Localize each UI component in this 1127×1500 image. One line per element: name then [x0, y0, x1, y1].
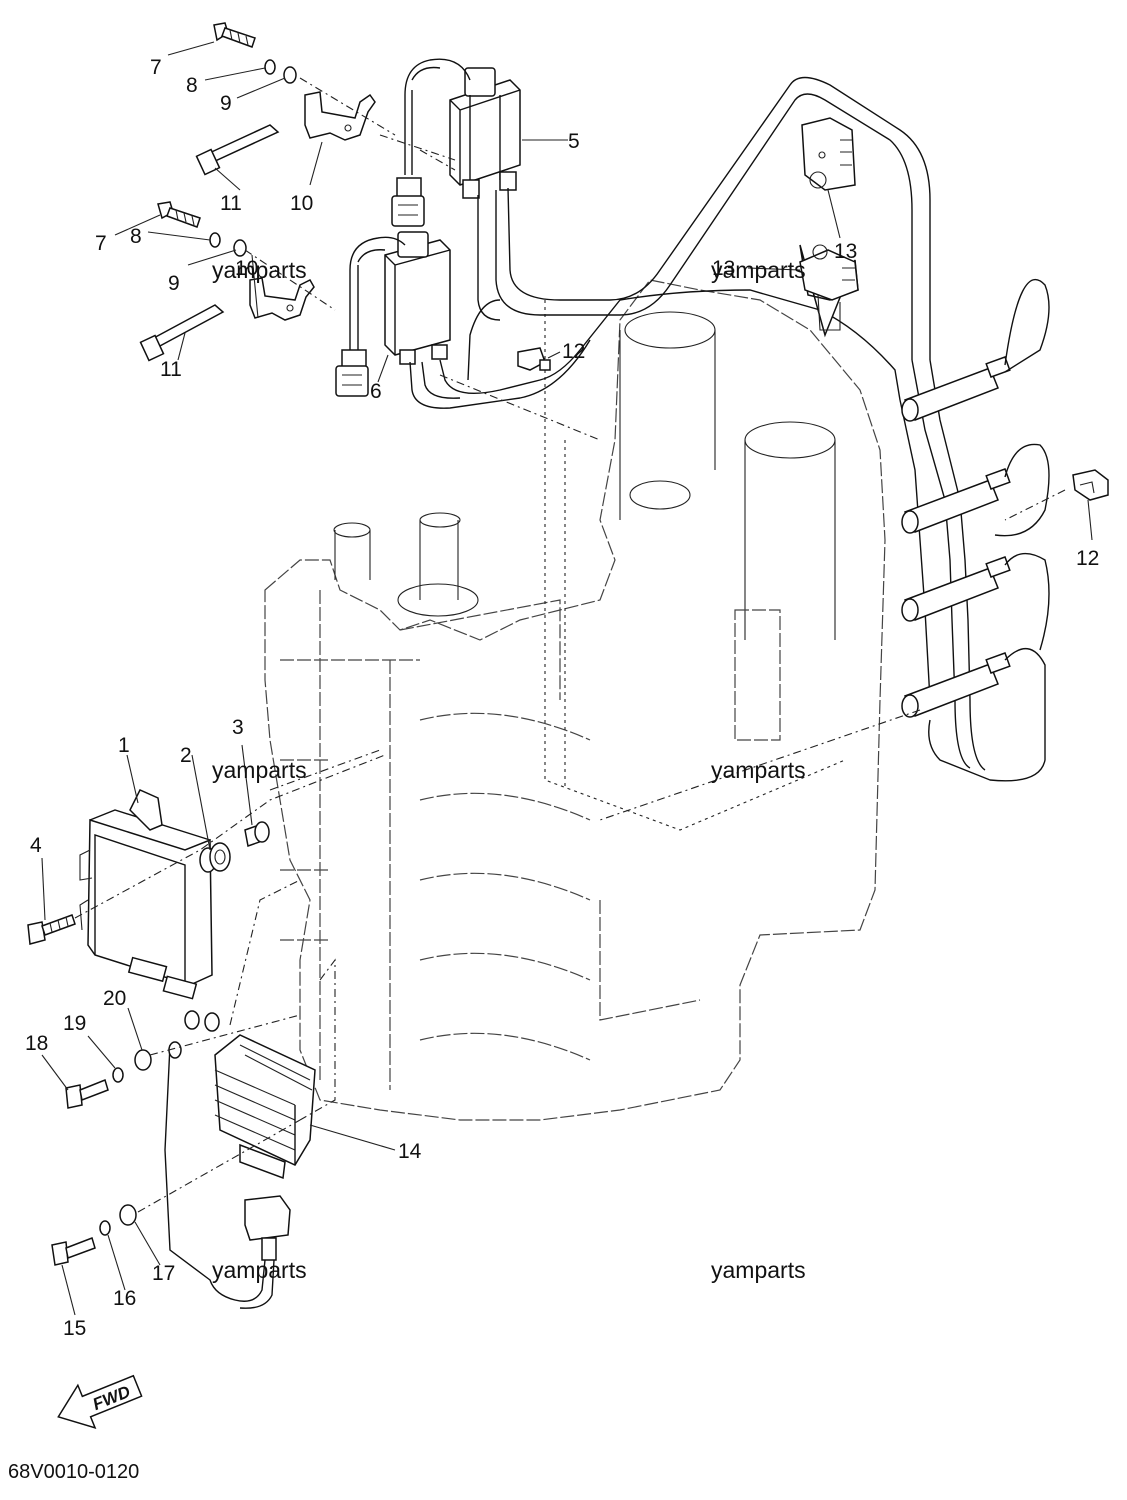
label-4: 4: [30, 834, 42, 857]
engine-block: [264, 279, 886, 1121]
bracket-10-upper: [304, 91, 376, 141]
label-7a: 7: [150, 56, 162, 79]
cable-tie-11-upper: [195, 124, 280, 176]
label-13b: 13: [712, 257, 735, 280]
bracket-10-lower: [249, 277, 315, 321]
watermark: yamparts: [711, 257, 806, 283]
ground-terminals: [168, 1010, 220, 1059]
coil-5-harness: [391, 58, 471, 227]
part-labels: 1 2 3 4 5 6 7 8 9 10 11 7 8 9 10 11 12 1…: [25, 56, 1099, 1340]
plug-cap-1: [901, 279, 1050, 422]
label-12b: 12: [1076, 547, 1099, 570]
fwd-arrow: FWD: [57, 1374, 143, 1430]
washer-8-upper: [264, 59, 276, 75]
label-10b: 10: [235, 257, 258, 280]
label-10a: 10: [290, 192, 313, 215]
holder-13-upper: [801, 117, 856, 191]
watermark: yamparts: [212, 1257, 307, 1283]
bolt-7-upper: [213, 22, 256, 48]
label-17: 17: [152, 1262, 175, 1285]
label-8b: 8: [130, 225, 142, 248]
rectifier-regulator-14: [214, 1034, 316, 1180]
label-11b: 11: [160, 358, 182, 381]
washer-20: [134, 1049, 152, 1071]
coil-6-harness: [335, 236, 406, 397]
label-16: 16: [113, 1287, 136, 1310]
watermarks: yamparts yamparts yamparts yamparts yamp…: [212, 257, 806, 1283]
washer-9-lower: [233, 239, 247, 257]
watermark: yamparts: [711, 757, 806, 783]
drawing-code: 68V0010-0120: [8, 1461, 139, 1483]
ignition-coil-6: [384, 231, 451, 365]
plug-cap-4: [901, 648, 1046, 782]
bolt-7-lower: [157, 201, 201, 228]
leader-lines: [41, 41, 1093, 1316]
clamp-12-a: [517, 347, 551, 371]
label-11a: 11: [220, 192, 242, 215]
label-12a: 12: [562, 340, 585, 363]
ignition-coil-5: [449, 67, 521, 199]
bolt-15: [51, 1237, 96, 1266]
washer-8-lower: [209, 232, 221, 248]
label-8a: 8: [186, 74, 198, 97]
label-19: 19: [63, 1012, 86, 1035]
cdi-unit-1: [79, 789, 213, 1000]
high-tension-cables: [409, 76, 986, 771]
grommet-2: [199, 842, 231, 873]
bolt-4: [27, 914, 76, 945]
plug-cap-2: [901, 443, 1050, 537]
spark-plug-caps: [901, 279, 1050, 782]
label-3: 3: [232, 716, 244, 739]
label-7b: 7: [95, 232, 107, 255]
plug-cap-3: [901, 552, 1050, 651]
lock-washer-16: [99, 1220, 111, 1236]
washer-9-upper: [283, 66, 297, 84]
label-2: 2: [180, 744, 192, 767]
label-6: 6: [370, 380, 382, 403]
clamp-12-b: [1072, 469, 1109, 501]
label-18: 18: [25, 1032, 48, 1055]
washer-17: [119, 1204, 137, 1226]
label-9b: 9: [168, 272, 180, 295]
watermark: yamparts: [711, 1257, 806, 1283]
label-1: 1: [118, 734, 130, 757]
label-13a: 13: [834, 240, 857, 263]
watermark: yamparts: [212, 757, 307, 783]
fwd-label: FWD: [90, 1382, 133, 1414]
label-5: 5: [568, 130, 580, 153]
label-20: 20: [103, 987, 126, 1010]
collar-3: [244, 821, 270, 847]
assembly-lines: [74, 77, 1066, 1213]
cable-tie-11-lower: [139, 304, 225, 362]
label-15: 15: [63, 1317, 86, 1340]
label-9a: 9: [220, 92, 232, 115]
label-14: 14: [398, 1140, 422, 1163]
watermark: yamparts: [212, 257, 307, 283]
holder-13-lower: [799, 244, 859, 338]
bolt-18: [65, 1078, 109, 1109]
rectifier-connector: [164, 1044, 291, 1309]
lock-washer-19: [112, 1067, 124, 1083]
